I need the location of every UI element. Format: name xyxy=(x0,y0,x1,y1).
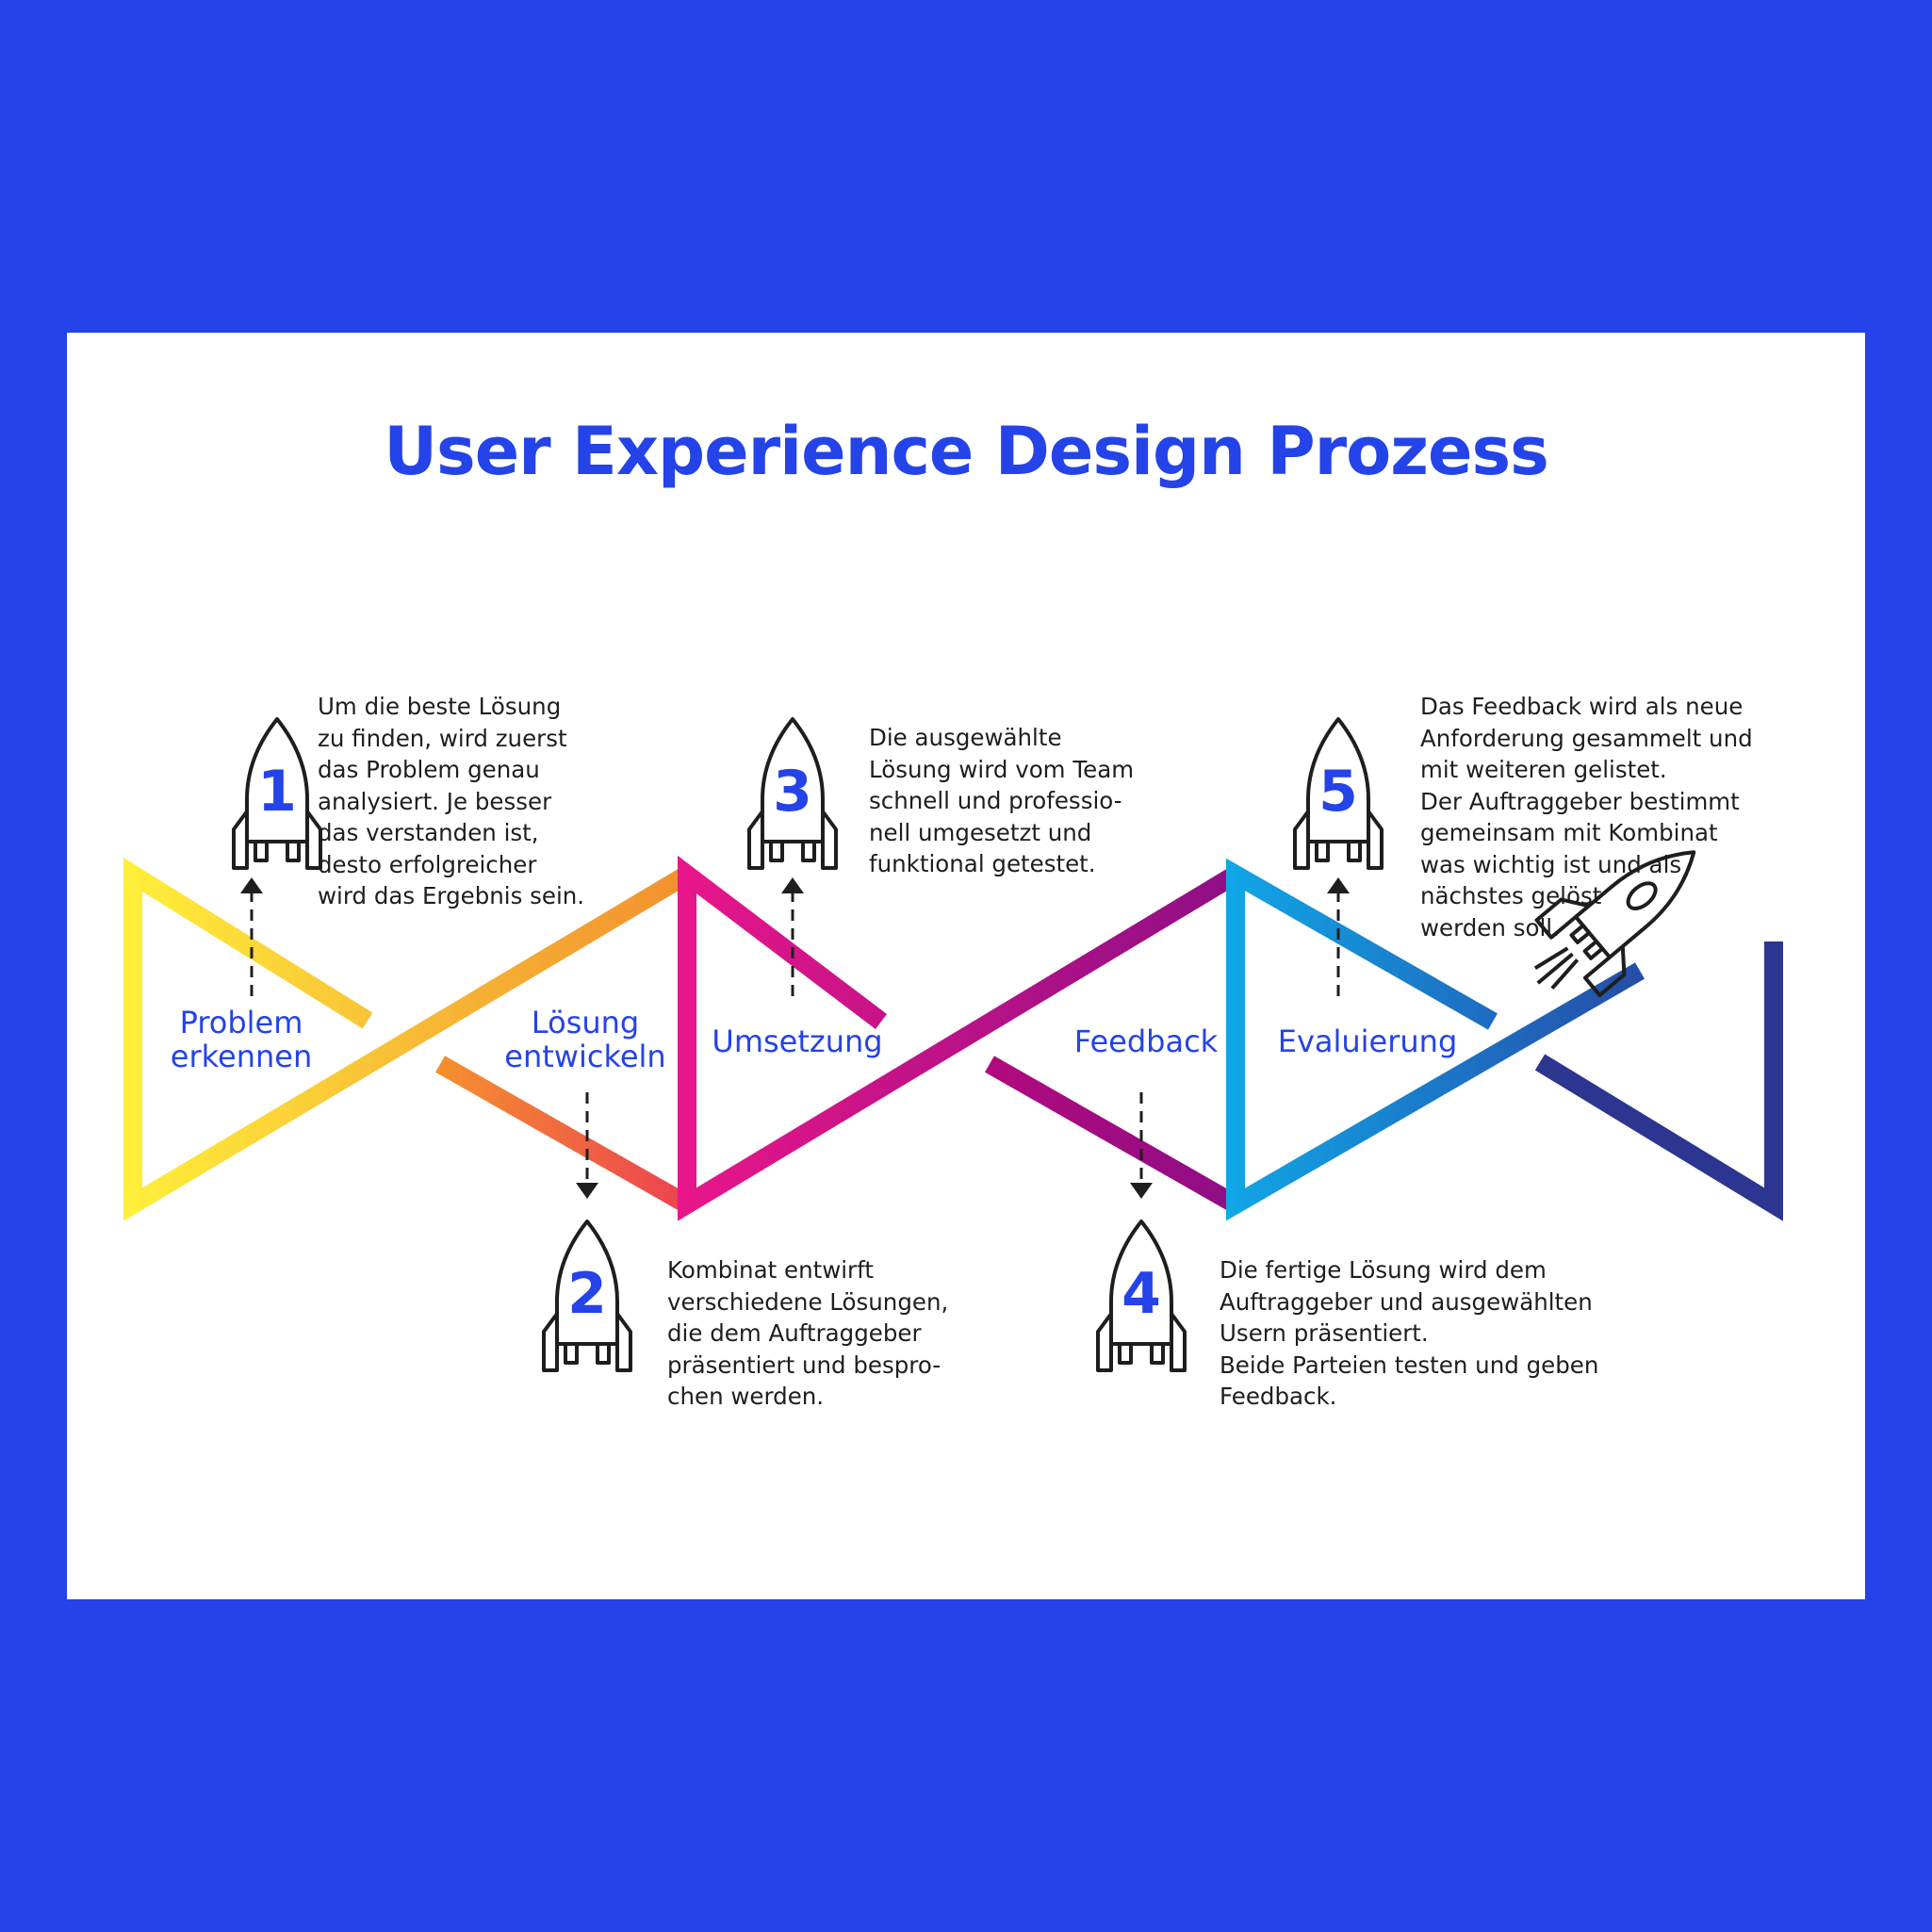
stage-label-2: Lösung entwickeln xyxy=(504,1005,666,1074)
rocket-icon: 2 xyxy=(542,1220,632,1372)
page-title: User Experience Design Prozess xyxy=(384,413,1549,490)
zigzag-segment-4 xyxy=(985,1056,1240,1213)
step-description-1: Um die beste Lösung zu finden, wird zuer… xyxy=(318,693,585,909)
rocket-icon: 4 xyxy=(1096,1220,1187,1372)
arrowhead-up-1 xyxy=(240,877,263,893)
zigzag-segment-5 xyxy=(1226,858,1645,1221)
stage-label-4: Feedback xyxy=(1073,1023,1219,1059)
zigzag-segment-6 xyxy=(1534,941,1783,1221)
arrowhead-up-5 xyxy=(1327,877,1350,893)
flying-rocket-icon xyxy=(1533,850,1696,997)
step-description-4: Die fertige Lösung wird dem Auftraggeber… xyxy=(1220,1256,1599,1410)
arrowhead-up-3 xyxy=(781,877,804,893)
step-description-5: Das Feedback wird als neue Anforderung g… xyxy=(1420,693,1753,941)
stage-label-1: Problem erkennen xyxy=(170,1005,313,1074)
infographic-card: User Experience Design Prozess xyxy=(67,333,1865,1599)
step-number-4: 4 xyxy=(1122,1261,1161,1327)
rocket-icon: 5 xyxy=(1293,717,1384,870)
rocket-icon: 3 xyxy=(747,717,838,870)
step-number-2: 2 xyxy=(567,1261,607,1327)
stage-label-3: Umsetzung xyxy=(712,1023,883,1059)
step-description-3: Die ausgewählte Lösung wird vom Team sch… xyxy=(869,724,1135,877)
zigzag-segment-3 xyxy=(678,855,1241,1221)
step-number-1: 1 xyxy=(257,759,297,825)
rocket-icon: 1 xyxy=(232,717,322,870)
zigzag-segment-2 xyxy=(435,1056,692,1213)
process-diagram: 1 2 3 xyxy=(123,717,1783,1372)
step-description-2: Kombinat entwirft verschiedene Lösungen,… xyxy=(667,1256,949,1410)
arrowhead-down-4 xyxy=(1130,1183,1153,1199)
step-number-5: 5 xyxy=(1318,759,1358,825)
arrowhead-down-2 xyxy=(576,1183,598,1199)
stage-label-5: Evaluierung xyxy=(1277,1023,1458,1059)
step-number-3: 3 xyxy=(773,759,812,825)
